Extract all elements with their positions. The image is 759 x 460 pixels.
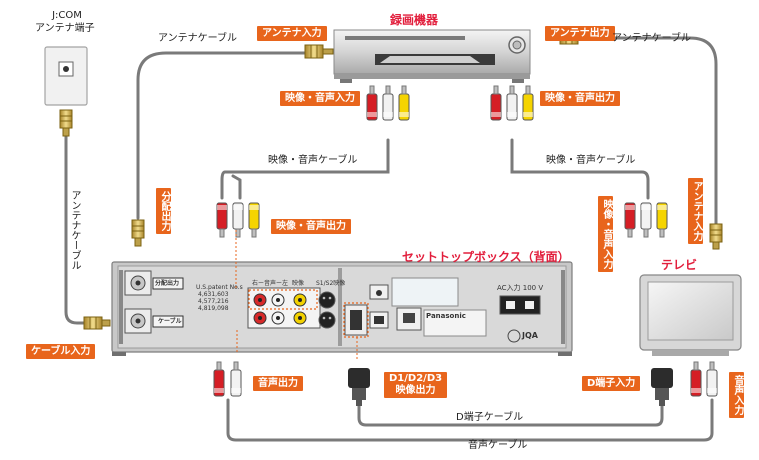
set-top-box xyxy=(111,261,573,356)
tv-device xyxy=(639,274,742,356)
tv-antenna-plug xyxy=(709,223,723,250)
rca-plug-audio-in-1 xyxy=(706,361,718,397)
jcom-wall-terminal xyxy=(44,46,88,137)
cable-antenna-left: アンテナケーブル xyxy=(158,33,237,44)
audio-cable xyxy=(226,398,714,442)
rca-plug-recorder-out-2 xyxy=(522,85,534,121)
stb-title: セットトップボックス（背面） xyxy=(402,250,570,264)
label-split-out: 分配出力 xyxy=(156,188,171,234)
stb-patent-1: 4,631,603 xyxy=(198,291,229,298)
stb-tag-cable: ケーブル xyxy=(158,318,182,325)
stb-tag-split: 分配出力 xyxy=(155,280,180,287)
rca-plug-recorder-in-1 xyxy=(382,85,394,121)
rca-plug-stb-av-1 xyxy=(232,202,244,238)
recorder-device xyxy=(333,29,531,83)
rca-plug-audio-out-0 xyxy=(213,361,225,397)
stb-port-video: 映像 xyxy=(292,280,305,287)
rca-plug-recorder-in-2 xyxy=(398,85,410,121)
stb-port-s-video: S1/S2映像 xyxy=(316,280,346,287)
label-av-out: 映像・音声出力 xyxy=(540,91,620,106)
label-antenna-in: アンテナ入力 xyxy=(257,26,327,41)
label-cable-in: ケーブル入力 xyxy=(26,344,96,359)
cable-av-left: 映像・音声ケーブル xyxy=(268,155,358,166)
rca-plug-tv-av-0 xyxy=(624,202,636,238)
rca-plug-audio-in-0 xyxy=(690,361,702,397)
rca-plug-recorder-out-0 xyxy=(490,85,502,121)
callout-lines xyxy=(235,230,358,360)
label-audio-in: 音声入力 xyxy=(729,372,744,418)
cable-audio: 音声ケーブル xyxy=(468,440,528,451)
d-cable xyxy=(357,402,664,427)
label-audio-out: 音声出力 xyxy=(253,376,303,391)
stb-port-right-left: 右ー音声ー左 xyxy=(252,280,289,287)
recorder-title: 録画機器 xyxy=(390,13,439,27)
antenna-cable-recorder-to-stb xyxy=(136,51,312,220)
label-av-out-stb: 映像・音声出力 xyxy=(271,219,351,234)
cable-d: D端子ケーブル xyxy=(456,412,524,423)
stb-ac-label: AC入力 100 V xyxy=(497,284,544,292)
rca-plug-stb-av-2 xyxy=(248,202,260,238)
stb-brand: Panasonic xyxy=(426,312,466,320)
cables xyxy=(64,36,718,442)
rca-plug-tv-av-2 xyxy=(656,202,668,238)
antenna-cable-recorder-to-tv xyxy=(573,36,718,226)
label-tv-av-in: 映像・音声入力 xyxy=(598,196,613,272)
label-d-output-line1: D1/D2/D3 xyxy=(389,373,443,384)
label-d-in: D端子入力 xyxy=(582,376,641,391)
label-d-output-line2: 映像出力 xyxy=(395,385,436,396)
stb-jqa: JQA xyxy=(522,331,538,340)
stb-patent-0: U.S.patent No.s xyxy=(196,284,243,291)
label-tv-antenna-in: アンテナ入力 xyxy=(688,178,703,244)
jcom-line2: アンテナ端子 xyxy=(35,23,95,34)
stb-patent-2: 4,577,216 xyxy=(198,298,229,305)
d-connector-plugs xyxy=(348,368,673,406)
stb-patent-3: 4,819,098 xyxy=(198,305,229,312)
rca-plug-recorder-out-1 xyxy=(506,85,518,121)
label-antenna-out: アンテナ出力 xyxy=(545,26,615,41)
av-cable-right xyxy=(510,138,650,200)
label-av-in: 映像・音声入力 xyxy=(280,91,360,106)
cable-av-right: 映像・音声ケーブル xyxy=(546,155,636,166)
cable-antenna-vertical: アンテナケーブル xyxy=(69,190,80,270)
rca-plug-stb-av-0 xyxy=(216,202,228,238)
rca-plug-audio-out-1 xyxy=(230,361,242,397)
rca-plug-recorder-in-0 xyxy=(366,85,378,121)
cable-antenna-right: アンテナケーブル xyxy=(612,33,691,44)
jcom-line1: J:COM xyxy=(52,10,82,21)
rca-plug-tv-av-1 xyxy=(640,202,652,238)
av-cable-left xyxy=(220,138,390,200)
rca-plug-groups xyxy=(213,85,718,397)
antenna-cable-wall-to-stb xyxy=(64,133,86,325)
stb-antenna-plugs xyxy=(83,219,145,330)
tv-title: テレビ xyxy=(661,258,698,272)
